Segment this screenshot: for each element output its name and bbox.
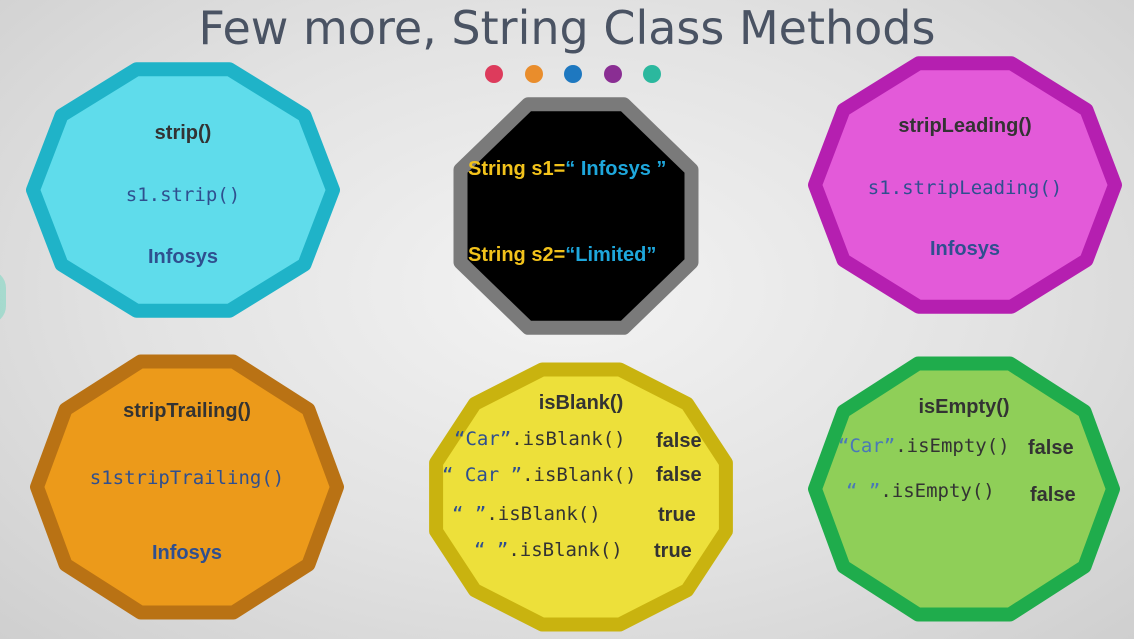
is-blank-call: .isBlank() <box>508 539 623 561</box>
is-empty-call: .isEmpty() <box>895 435 1010 457</box>
s2-declaration: String s2=“Limited” <box>468 244 656 267</box>
strip-trailing-heading: stripTrailing() <box>123 400 251 422</box>
is-empty-result: false <box>1028 437 1074 459</box>
is-empty-literal: “ ” <box>846 480 881 502</box>
strip-code: s1.strip() <box>125 184 241 206</box>
is-blank-literal: “ Car ” <box>442 464 523 486</box>
dot-orange <box>525 65 543 83</box>
s1-declaration: String s1=“ Infosys ” <box>468 158 666 181</box>
card-polygon <box>26 62 340 318</box>
strip-trailing-code: s1stripTrailing() <box>89 467 285 489</box>
is-blank-row: “ ”.isBlank() <box>474 539 623 561</box>
is-empty-result: false <box>1030 484 1076 506</box>
is-blank-call: .isBlank() <box>511 428 626 450</box>
card-polygon <box>30 354 344 620</box>
is-empty-row: “Car”.isEmpty() <box>838 435 1010 457</box>
is-empty-literal: “Car” <box>838 435 896 457</box>
dot-teal <box>643 65 661 83</box>
is-blank-call: .isBlank() <box>522 464 637 486</box>
card-shape <box>453 97 699 335</box>
card-polygon <box>808 56 1122 314</box>
is-blank-literal: “ ” <box>452 503 487 525</box>
is-empty-row: “ ”.isEmpty() <box>846 480 995 502</box>
is-blank-row: “Car”.isBlank() <box>454 428 626 450</box>
strip-leading-card: stripLeading() s1.stripLeading() Infosys <box>808 50 1122 320</box>
side-tab <box>0 270 6 324</box>
s2-value: “Limited” <box>565 244 657 266</box>
dot-purple <box>604 65 622 83</box>
dot-red <box>485 65 503 83</box>
s2-prefix: String s2= <box>468 244 566 266</box>
strip-trailing-result: Infosys <box>151 542 223 564</box>
is-empty-heading: isEmpty() <box>918 396 1010 418</box>
strip-result: Infosys <box>147 246 219 268</box>
is-blank-row: “ ”.isBlank() <box>452 503 601 525</box>
is-blank-literal: “ ” <box>474 539 509 561</box>
strip-heading: strip() <box>154 122 212 144</box>
strip-leading-result: Infosys <box>929 238 1001 260</box>
card-shape <box>808 56 1122 314</box>
is-blank-card: isBlank() “Car”.isBlank() false “ Car ”.… <box>424 358 738 636</box>
strip-leading-heading: stripLeading() <box>898 115 1032 137</box>
card-polygon <box>453 97 699 335</box>
card-shape <box>808 356 1120 622</box>
is-blank-call: .isBlank() <box>486 503 601 525</box>
strip-card: strip() s1.strip() Infosys <box>26 56 340 324</box>
card-shape <box>26 62 340 318</box>
variables-card: String s1=“ Infosys ” String s2=“Limited… <box>444 88 708 344</box>
card-shape <box>30 354 344 620</box>
dot-blue <box>564 65 582 83</box>
card-polygon <box>808 356 1120 622</box>
page-title: Few more, String Class Methods <box>198 1 936 55</box>
is-blank-result: false <box>656 430 702 452</box>
is-empty-call: .isEmpty() <box>880 480 995 502</box>
s1-prefix: String s1= <box>468 158 566 180</box>
is-blank-result: true <box>658 504 696 526</box>
is-blank-heading: isBlank() <box>538 392 624 414</box>
card-polygon <box>429 362 733 632</box>
card-shape <box>429 362 733 632</box>
is-blank-row: “ Car ”.isBlank() <box>442 464 636 486</box>
is-blank-result: true <box>654 540 692 562</box>
strip-trailing-card: stripTrailing() s1stripTrailing() Infosy… <box>30 348 344 626</box>
s1-value: “ Infosys ” <box>565 158 667 180</box>
is-empty-card: isEmpty() “Car”.isEmpty() false “ ”.isEm… <box>808 350 1120 628</box>
strip-leading-code: s1.stripLeading() <box>867 177 1063 199</box>
is-blank-literal: “Car” <box>454 428 512 450</box>
is-blank-result: false <box>656 464 702 486</box>
